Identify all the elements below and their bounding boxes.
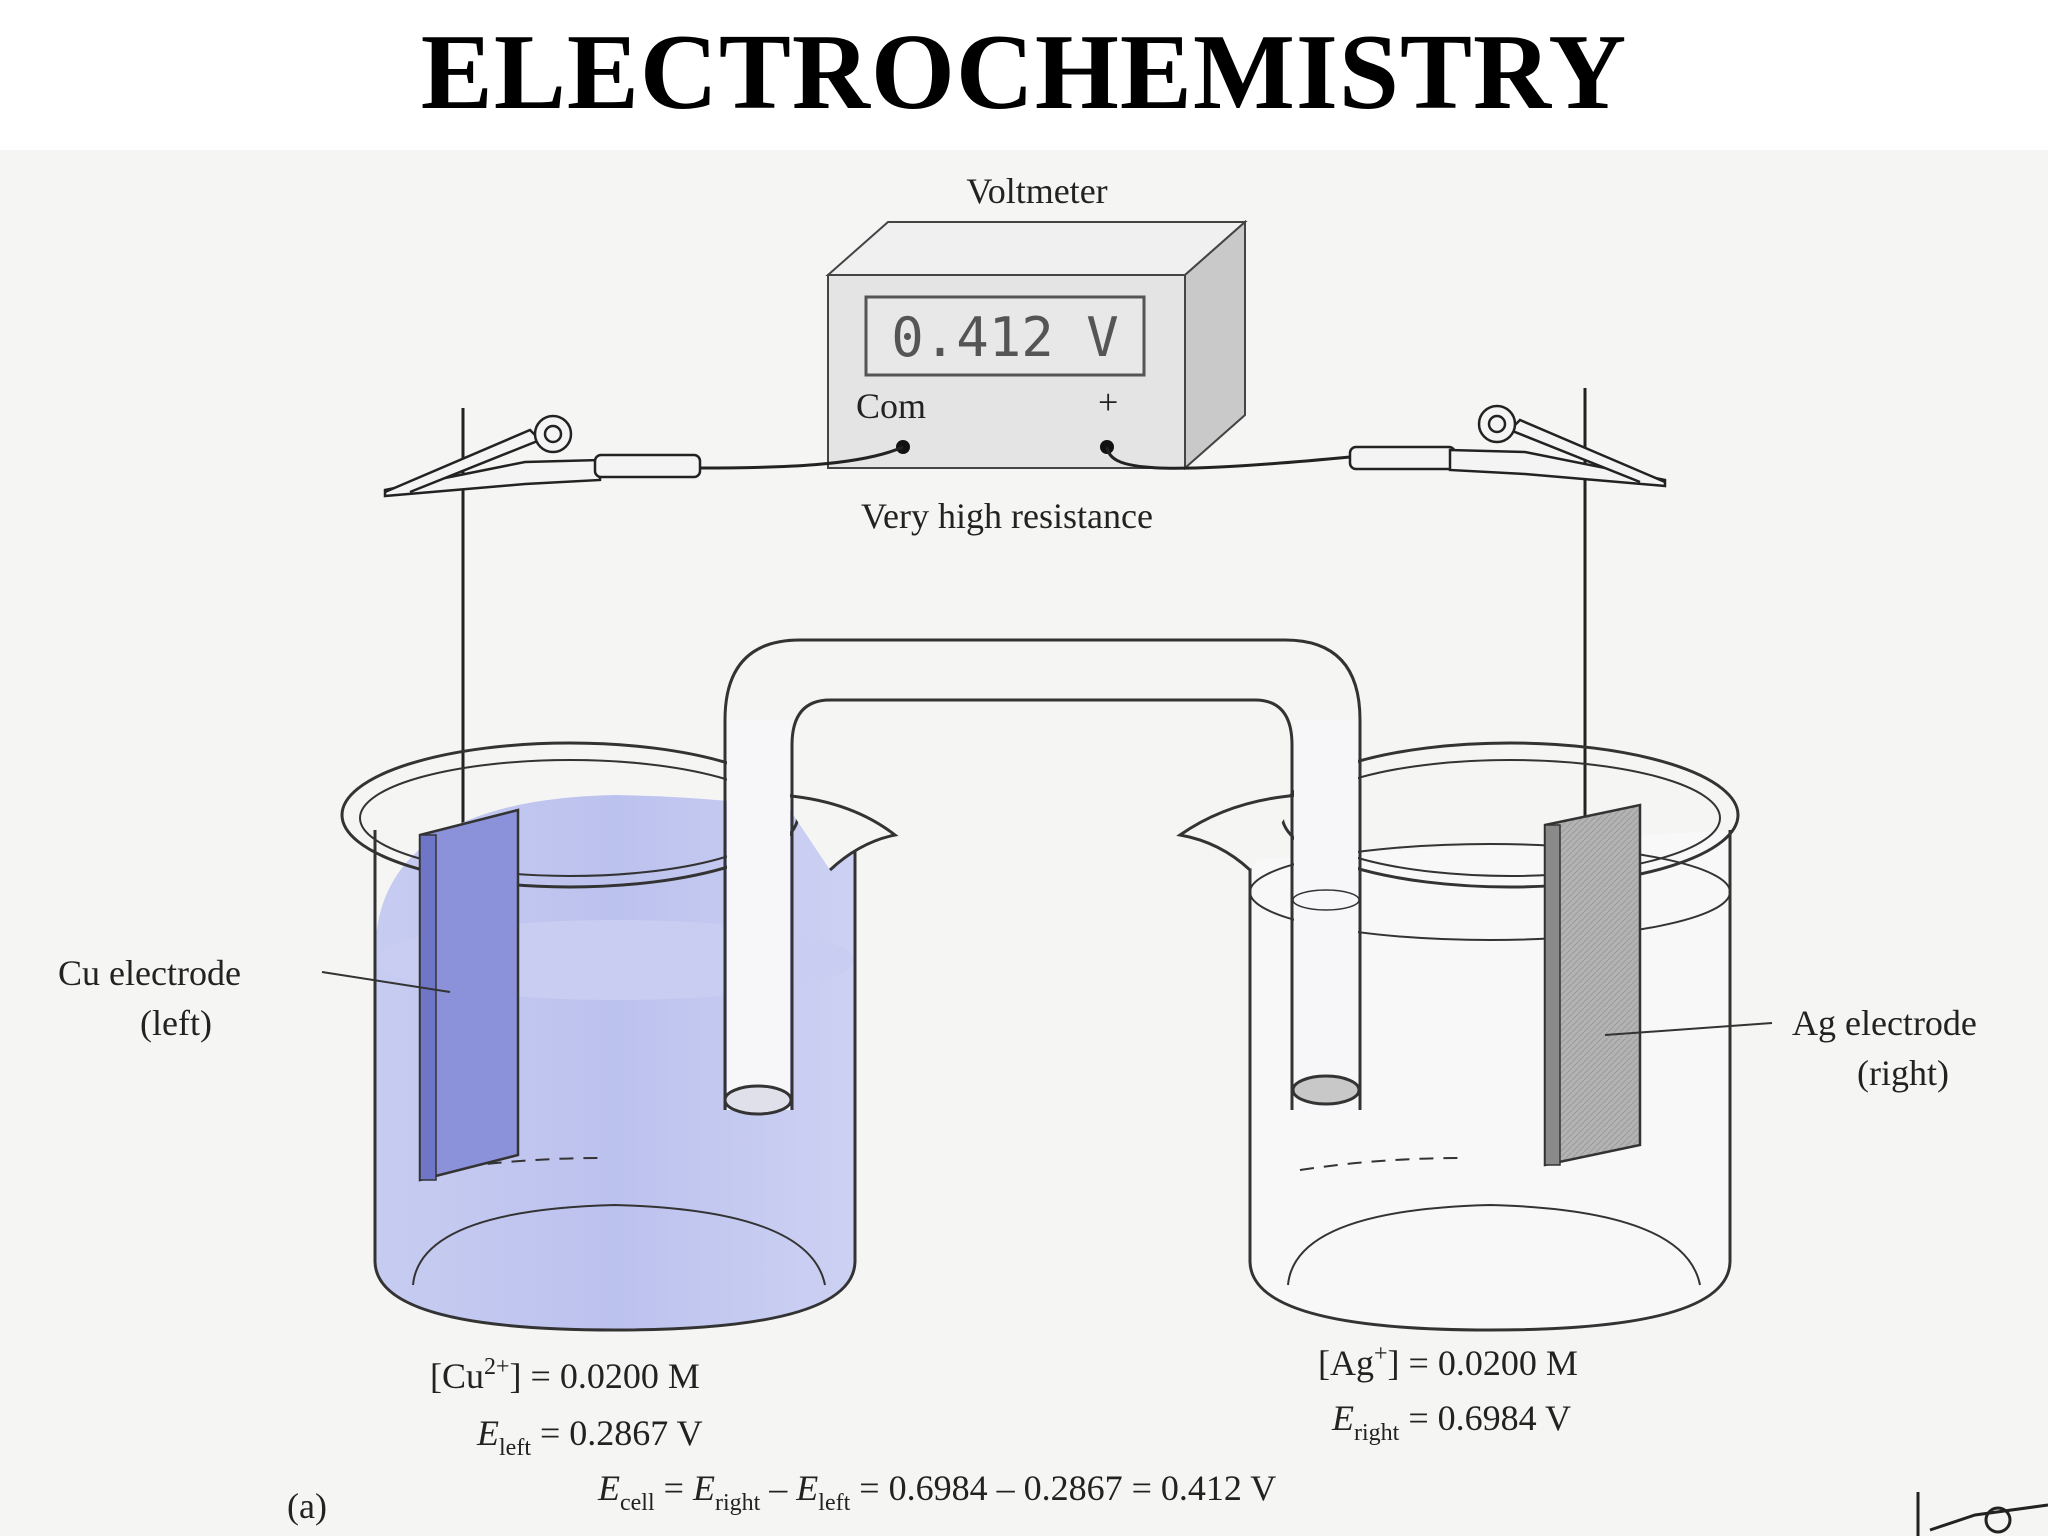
cu-concentration: [Cu2+] = 0.0200 M [430,1354,700,1396]
corner-clip-fragment [1916,1492,2048,1536]
voltmeter: 0.412 V Com + [825,219,1248,471]
cu-electrode-label: Cu electrode [58,953,241,993]
ag-concentration: [Ag+] = 0.0200 M [1318,1341,1578,1383]
cu-electrode [418,808,520,1182]
ag-electrode-label: Ag electrode [1792,1003,1977,1043]
ag-electrode-sublabel: (right) [1857,1053,1949,1093]
ag-leader-line [1604,1022,1773,1036]
right-alligator-clip [1348,404,1667,488]
plus-terminal-label: + [1098,382,1118,422]
cu-leader-line [321,971,451,993]
e-right-value: Eright = 0.6984 V [1331,1398,1571,1446]
cell-figure: 0.412 V Com + Voltmeter Very high resist… [0,150,2048,1536]
voltmeter-reading: 0.412 V [891,306,1119,369]
e-left-value: Eleft = 0.2867 V [476,1413,703,1461]
left-alligator-clip [383,414,702,498]
galvanic-cell-diagram: 0.412 V Com + Voltmeter Very high resist… [58,171,2048,1536]
salt-bridge [723,638,1362,1116]
resistance-note: Very high resistance [861,496,1153,536]
right-beaker [1176,741,1740,1332]
panel-label: (a) [287,1486,327,1526]
slide-title: ELECTROCHEMISTRY [420,13,1628,132]
ag-electrode [1543,803,1642,1167]
cell-equation: Ecell = Eright – Eleft = 0.6984 – 0.2867… [597,1468,1276,1516]
voltmeter-label: Voltmeter [966,171,1107,211]
com-terminal-label: Com [856,386,926,426]
voltmeter-display [864,295,1146,377]
cu-electrode-sublabel: (left) [140,1003,212,1043]
